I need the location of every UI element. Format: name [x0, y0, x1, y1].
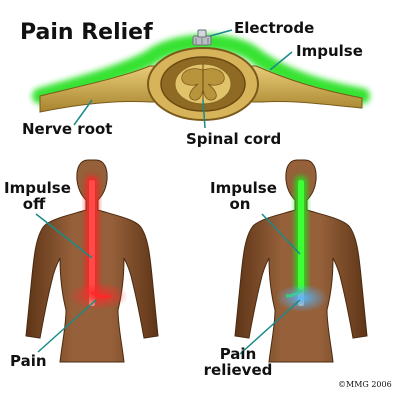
label-spinal-cord: Spinal cord: [186, 130, 282, 148]
label-pain-relieved-line1: Pain: [219, 345, 257, 363]
relieved-area: [276, 284, 328, 312]
diagram-title: Pain Relief: [20, 20, 153, 45]
label-impulse-off: Impulse off: [4, 179, 71, 213]
electrode: [192, 29, 212, 46]
label-impulse-on: Impulse on: [210, 179, 277, 213]
spinal-cord-cross-section: [174, 63, 232, 105]
impulse-pointer: [269, 51, 293, 71]
label-impulse-on-line2: on: [229, 195, 251, 213]
label-pain-relieved: Pain relieved: [198, 346, 278, 378]
bottom-pointer-lines: [35, 213, 301, 355]
label-impulse-off-line2: off: [22, 195, 46, 213]
pain-area: [68, 282, 128, 310]
top-pointer-lines: [73, 29, 293, 129]
impulse-on-pointer: [261, 213, 301, 255]
label-nerve-root: Nerve root: [22, 120, 113, 138]
figure-impulse-off: [25, 159, 159, 363]
spine-cross-section: [32, 29, 370, 121]
label-impulse: Impulse: [296, 42, 363, 60]
electrode-pointer: [209, 29, 233, 37]
pain-relieved-pointer: [239, 299, 301, 355]
label-electrode: Electrode: [234, 19, 315, 37]
nerve-root-pointer: [73, 99, 93, 126]
label-impulse-off-line1: Impulse: [4, 179, 71, 197]
spinal-cord-pointer: [202, 99, 206, 129]
copyright-notice: ©MMG 2006: [338, 380, 392, 389]
label-impulse-on-line1: Impulse: [210, 179, 277, 197]
figure-impulse-on: [234, 159, 368, 363]
label-pain-relieved-line2: relieved: [203, 361, 273, 379]
impulse-off-pointer: [35, 213, 93, 259]
label-pain: Pain: [10, 352, 47, 370]
pain-pointer: [37, 299, 97, 353]
